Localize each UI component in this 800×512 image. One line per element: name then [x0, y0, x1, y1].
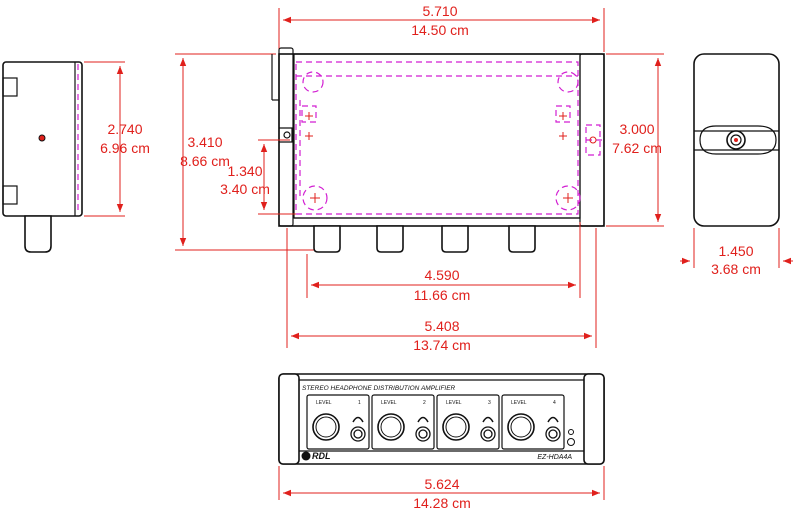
- brand-logo-text: RDL: [312, 451, 331, 461]
- body-height-dim: 3.000: [619, 121, 654, 137]
- channel-label-2: 2: [423, 400, 426, 406]
- top-width-cm: 14.50 cm: [411, 22, 469, 38]
- top-width-dim: 5.710: [422, 3, 457, 19]
- front-width-cm: 14.28 cm: [413, 495, 471, 511]
- side-height-dim: 2.740: [107, 121, 142, 137]
- level-label-2: LEVEL: [381, 400, 397, 406]
- body-height-cm: 7.62 cm: [612, 140, 662, 156]
- right-side-view: [680, 53, 793, 268]
- total-height-dim: 3.410: [187, 134, 222, 150]
- level-label-4: LEVEL: [511, 400, 527, 406]
- model-label: EZ-HDA4A: [537, 454, 572, 461]
- body-width-dim: 5.408: [424, 318, 459, 334]
- knob-span-dim: 4.590: [424, 267, 459, 283]
- front-panel-view: [278, 373, 605, 500]
- panel-title: STEREO HEADPHONE DISTRIBUTION AMPLIFIER: [302, 385, 456, 392]
- level-label-1: LEVEL: [316, 400, 332, 406]
- channel-label-1: 1: [358, 400, 361, 406]
- total-height-cm: 8.66 cm: [180, 153, 230, 169]
- channel-label-3: 3: [488, 400, 491, 406]
- channel-label-4: 4: [553, 400, 556, 406]
- level-label-3: LEVEL: [446, 400, 462, 406]
- mount-height-cm: 3.40 cm: [220, 181, 270, 197]
- knob-span-cm: 11.66 cm: [414, 287, 471, 303]
- left-side-view: [2, 61, 125, 253]
- front-width-dim: 5.624: [424, 476, 459, 492]
- side-height-cm: 6.96 cm: [100, 140, 150, 156]
- body-width-cm: 13.74 cm: [413, 337, 471, 353]
- center-view: [175, 8, 664, 348]
- depth-dim: 1.450: [718, 243, 753, 259]
- depth-cm: 3.68 cm: [711, 261, 761, 277]
- mount-height-dim: 1.340: [227, 163, 262, 179]
